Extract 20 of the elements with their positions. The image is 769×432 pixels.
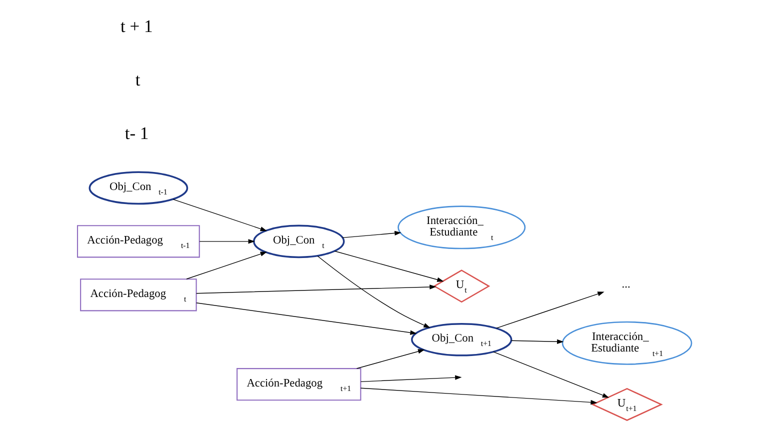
node-ellipse: Obj_Con$_{t-1}$	[88, 171, 188, 205]
node-text: ...	[622, 278, 630, 290]
arrow	[186, 252, 268, 280]
label: t- 1	[124, 122, 149, 143]
node-diamond: U$_{t}$	[433, 270, 490, 303]
arrow	[196, 302, 417, 335]
arrow	[360, 388, 598, 405]
arrow	[317, 256, 430, 328]
arrow	[342, 230, 402, 238]
arrow	[492, 351, 610, 398]
label: t + 1	[120, 16, 153, 36]
arrow	[356, 349, 425, 369]
arrow	[511, 339, 564, 344]
arrow	[172, 198, 268, 232]
label: t	[135, 69, 140, 90]
arrow	[496, 292, 604, 329]
arrow	[196, 284, 436, 294]
arrow	[199, 239, 255, 244]
arrow	[334, 250, 444, 282]
arrow	[360, 375, 462, 382]
